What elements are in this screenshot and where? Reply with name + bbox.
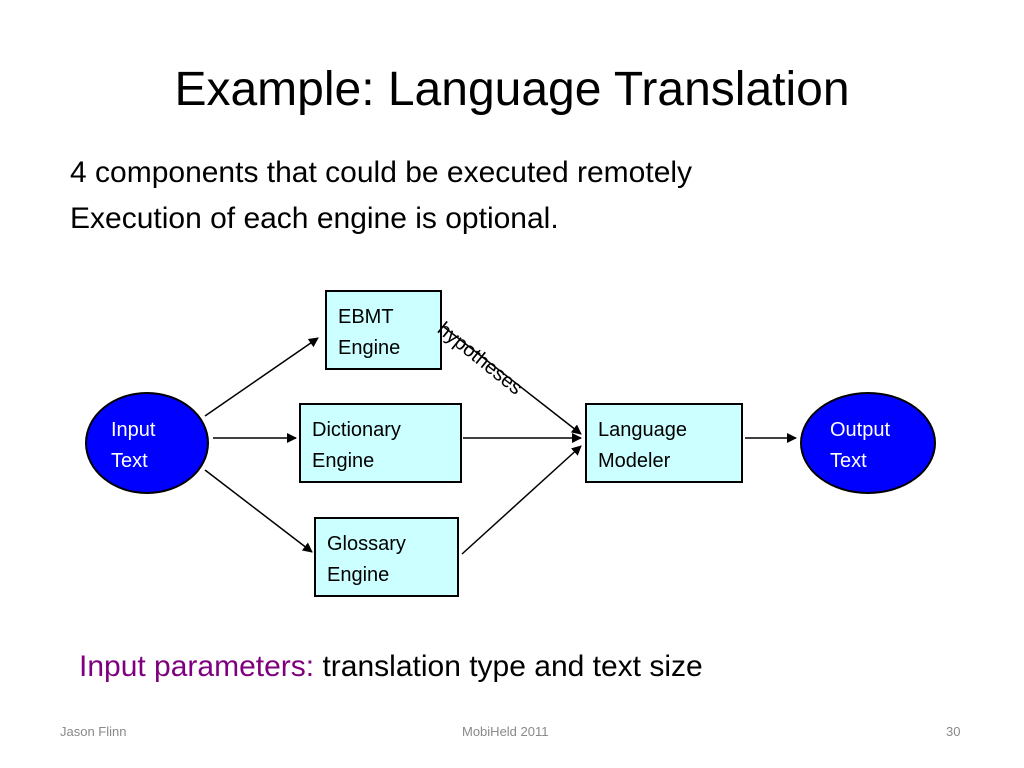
arrow-input-to-ebmt xyxy=(204,337,319,417)
node-label: Language xyxy=(598,419,687,441)
output-text-node: Output Text xyxy=(800,392,936,494)
arrow-ebmt-to-modeler xyxy=(443,326,582,435)
node-label: Output xyxy=(830,419,891,441)
slide-title: Example: Language Translation xyxy=(174,63,850,116)
input-text-node: Input Text xyxy=(85,392,209,494)
ebmt-engine-node: EBMT Engine xyxy=(325,290,442,370)
node-label: Input xyxy=(111,419,156,441)
arrow-input-to-glossary xyxy=(204,469,313,553)
node-label: Modeler xyxy=(598,450,671,472)
arrow-glossary-to-modeler xyxy=(461,445,582,555)
input-parameters-label: Input parameters: xyxy=(79,650,315,683)
bullet-item: 4 components that could be executed remo… xyxy=(70,156,693,189)
node-label: Dictionary xyxy=(312,419,401,441)
footer-event: MobiHeld 2011 xyxy=(462,724,549,739)
node-label: Engine xyxy=(312,450,375,472)
glossary-engine-node: Glossary Engine xyxy=(314,517,459,597)
node-label: Engine xyxy=(327,564,390,586)
node-label: Text xyxy=(830,450,867,472)
bullet-item: Execution of each engine is optional. xyxy=(70,202,559,235)
input-parameters-value: translation type and text size xyxy=(322,650,703,683)
footer-author: Jason Flinn xyxy=(60,724,127,739)
footer-page-number: 30 xyxy=(946,724,961,739)
node-label: EBMT xyxy=(338,306,394,328)
node-label: Text xyxy=(111,450,148,472)
language-modeler-node: Language Modeler xyxy=(585,403,743,483)
node-label: Engine xyxy=(338,337,401,359)
bullet-list: 4 components that could be executed remo… xyxy=(70,150,970,242)
dictionary-engine-node: Dictionary Engine xyxy=(299,403,462,483)
input-parameters-line: Input parameters: translation type and t… xyxy=(79,650,703,684)
node-label: Glossary xyxy=(327,533,406,555)
